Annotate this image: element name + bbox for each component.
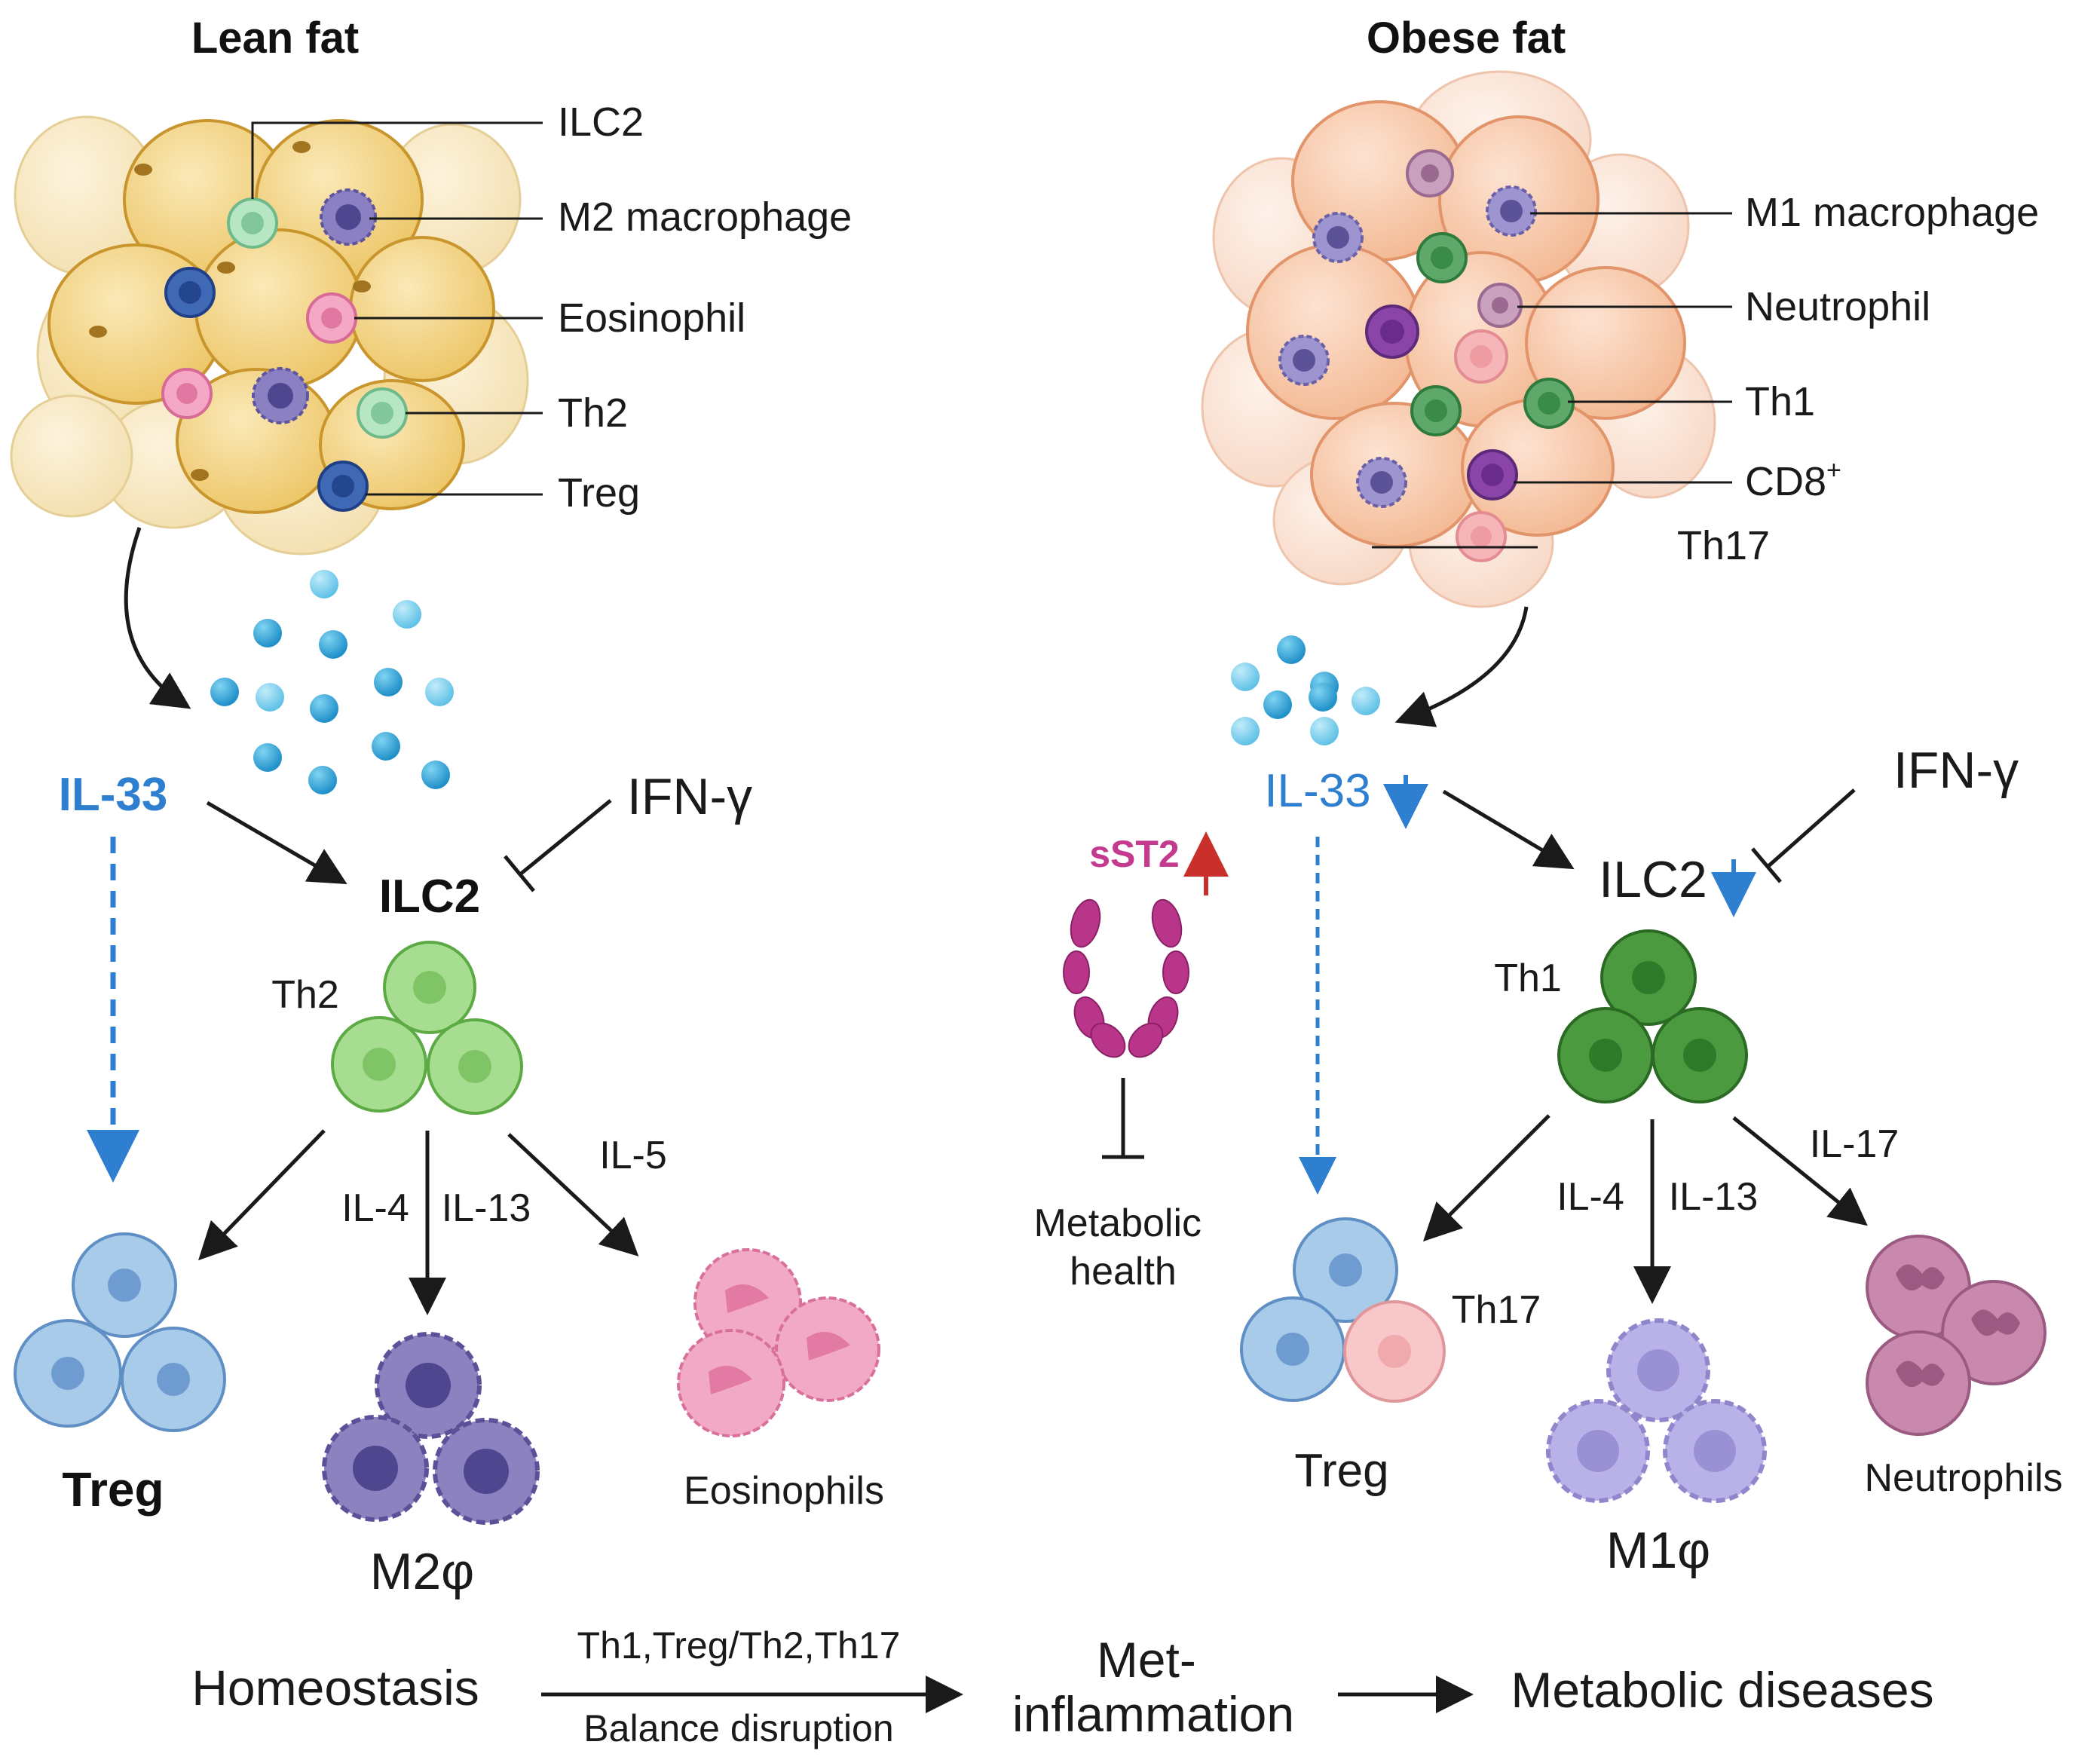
obese-th1-label: Th1 xyxy=(1494,957,1562,1000)
obese-to-treg-arrow xyxy=(1422,1114,1551,1242)
obese-to-neutrophils-arrow xyxy=(1732,1116,1868,1226)
lean-treg-label: Treg xyxy=(62,1462,164,1517)
obese-il13-label: IL-13 xyxy=(1669,1175,1759,1219)
obese-fat-title: Obese fat xyxy=(1367,14,1566,63)
obese-il33-molecules xyxy=(1231,635,1380,745)
lean-resident-cells xyxy=(161,188,408,512)
callout-cd8: CD8+ xyxy=(1745,456,1841,504)
obese-release-arrow xyxy=(1394,606,1529,727)
callout-cd8-text: CD8 xyxy=(1745,459,1826,504)
lean-treg-cluster xyxy=(14,1232,226,1432)
obese-resident-cells xyxy=(1278,149,1575,562)
obese-il17-label: IL-17 xyxy=(1810,1122,1899,1166)
lean-il33-label: IL-33 xyxy=(59,769,168,821)
lean-fat-title: Lean fat xyxy=(191,14,359,63)
obese-neutrophil-cluster xyxy=(1866,1235,2046,1436)
th1-cell xyxy=(1523,378,1575,429)
lean-il33-to-ilc2-arrow xyxy=(206,800,347,885)
th17-cell xyxy=(1456,511,1507,562)
lean-m2-label: M2φ xyxy=(370,1543,475,1600)
obese-m1-cluster xyxy=(1546,1318,1767,1503)
sst2-receptor xyxy=(1063,898,1189,1058)
obese-il4-label: IL-4 xyxy=(1557,1175,1624,1219)
lean-to-eosinophils-arrow xyxy=(507,1133,639,1256)
bottom-homeostasis: Homeostasis xyxy=(191,1660,479,1716)
bottom-arrow-bottom-label: Balance disruption xyxy=(583,1707,893,1749)
callout-th17: Th17 xyxy=(1677,523,1770,568)
lean-release-arrow xyxy=(124,527,191,709)
m2-macrophage-cell xyxy=(252,367,309,424)
sst2-inhibit xyxy=(1102,1078,1144,1159)
lean-th2-cluster xyxy=(331,941,523,1115)
obese-treg-cluster xyxy=(1240,1217,1446,1403)
th17-cell xyxy=(1454,329,1508,384)
lean-il33-molecules xyxy=(210,570,454,794)
cd8-cell xyxy=(1365,305,1419,359)
obese-treg-label: Treg xyxy=(1294,1445,1388,1497)
bottom-arrow-top-label: Th1,Treg/Th2,Th17 xyxy=(577,1624,901,1667)
lean-il5-label: IL-5 xyxy=(599,1134,667,1177)
callout-ilc2: ILC2 xyxy=(558,99,644,145)
m1-macrophage-cell xyxy=(1486,185,1537,237)
m1-macrophage-cell xyxy=(1278,335,1330,386)
callout-m2-macrophage: M2 macrophage xyxy=(558,194,852,240)
obese-neutrophils-label: Neutrophils xyxy=(1864,1456,2062,1500)
callout-eosinophil: Eosinophil xyxy=(558,295,745,341)
lean-ifng-label: IFN-γ xyxy=(627,768,752,825)
lean-il13-label: IL-13 xyxy=(442,1186,531,1230)
callout-m1-macrophage: M1 macrophage xyxy=(1745,190,2039,235)
cd8-cell xyxy=(1467,449,1518,500)
m1-macrophage-cell xyxy=(1356,457,1407,508)
obese-il33-label: IL-33 xyxy=(1264,765,1370,817)
lean-il4-label: IL-4 xyxy=(341,1186,409,1230)
obese-metabolic-health: Metabolic health xyxy=(1033,1201,1212,1293)
lean-ilc2-label: ILC2 xyxy=(379,871,480,923)
bottom-metabolic-diseases: Metabolic diseases xyxy=(1511,1662,1933,1718)
lean-to-treg-arrow xyxy=(198,1129,326,1261)
callout-th2: Th2 xyxy=(558,390,628,436)
bottom-met-inflammation: Met- inflammation xyxy=(1012,1632,1294,1742)
th1-cell xyxy=(1416,232,1468,283)
obese-il33-to-ilc2-arrow xyxy=(1442,789,1575,870)
callout-neutrophil: Neutrophil xyxy=(1745,284,1930,329)
neutrophil-cell xyxy=(1477,283,1523,328)
obese-ifng-label: IFN-γ xyxy=(1893,742,2019,799)
obese-ifng-inhibit xyxy=(1751,788,1856,883)
obese-th17-label: Th17 xyxy=(1452,1288,1541,1332)
lean-eosinophils-label: Eosinophils xyxy=(684,1469,884,1513)
callout-treg: Treg xyxy=(558,470,640,516)
obese-th1-cluster xyxy=(1557,929,1748,1103)
obese-sst2-label: sST2 xyxy=(1089,833,1180,875)
callout-cd8-sup: + xyxy=(1826,456,1841,485)
neutrophil-cell xyxy=(1406,149,1454,197)
obese-callouts xyxy=(1372,212,1732,549)
callout-th1: Th1 xyxy=(1745,379,1815,424)
lean-th2-label: Th2 xyxy=(271,973,339,1017)
lean-ifng-inhibit xyxy=(504,799,612,892)
lean-adipose-cluster xyxy=(10,115,529,556)
obese-ilc2-label: ILC2 xyxy=(1599,851,1707,908)
lean-callouts xyxy=(251,121,543,496)
obese-m1-label: M1φ xyxy=(1606,1522,1711,1579)
th1-cell xyxy=(1410,385,1462,436)
m2-macrophage-cell xyxy=(320,188,377,246)
lean-eosinophil-cluster xyxy=(677,1248,880,1437)
m1-macrophage-cell xyxy=(1312,212,1364,263)
lean-m2-cluster xyxy=(322,1332,540,1525)
